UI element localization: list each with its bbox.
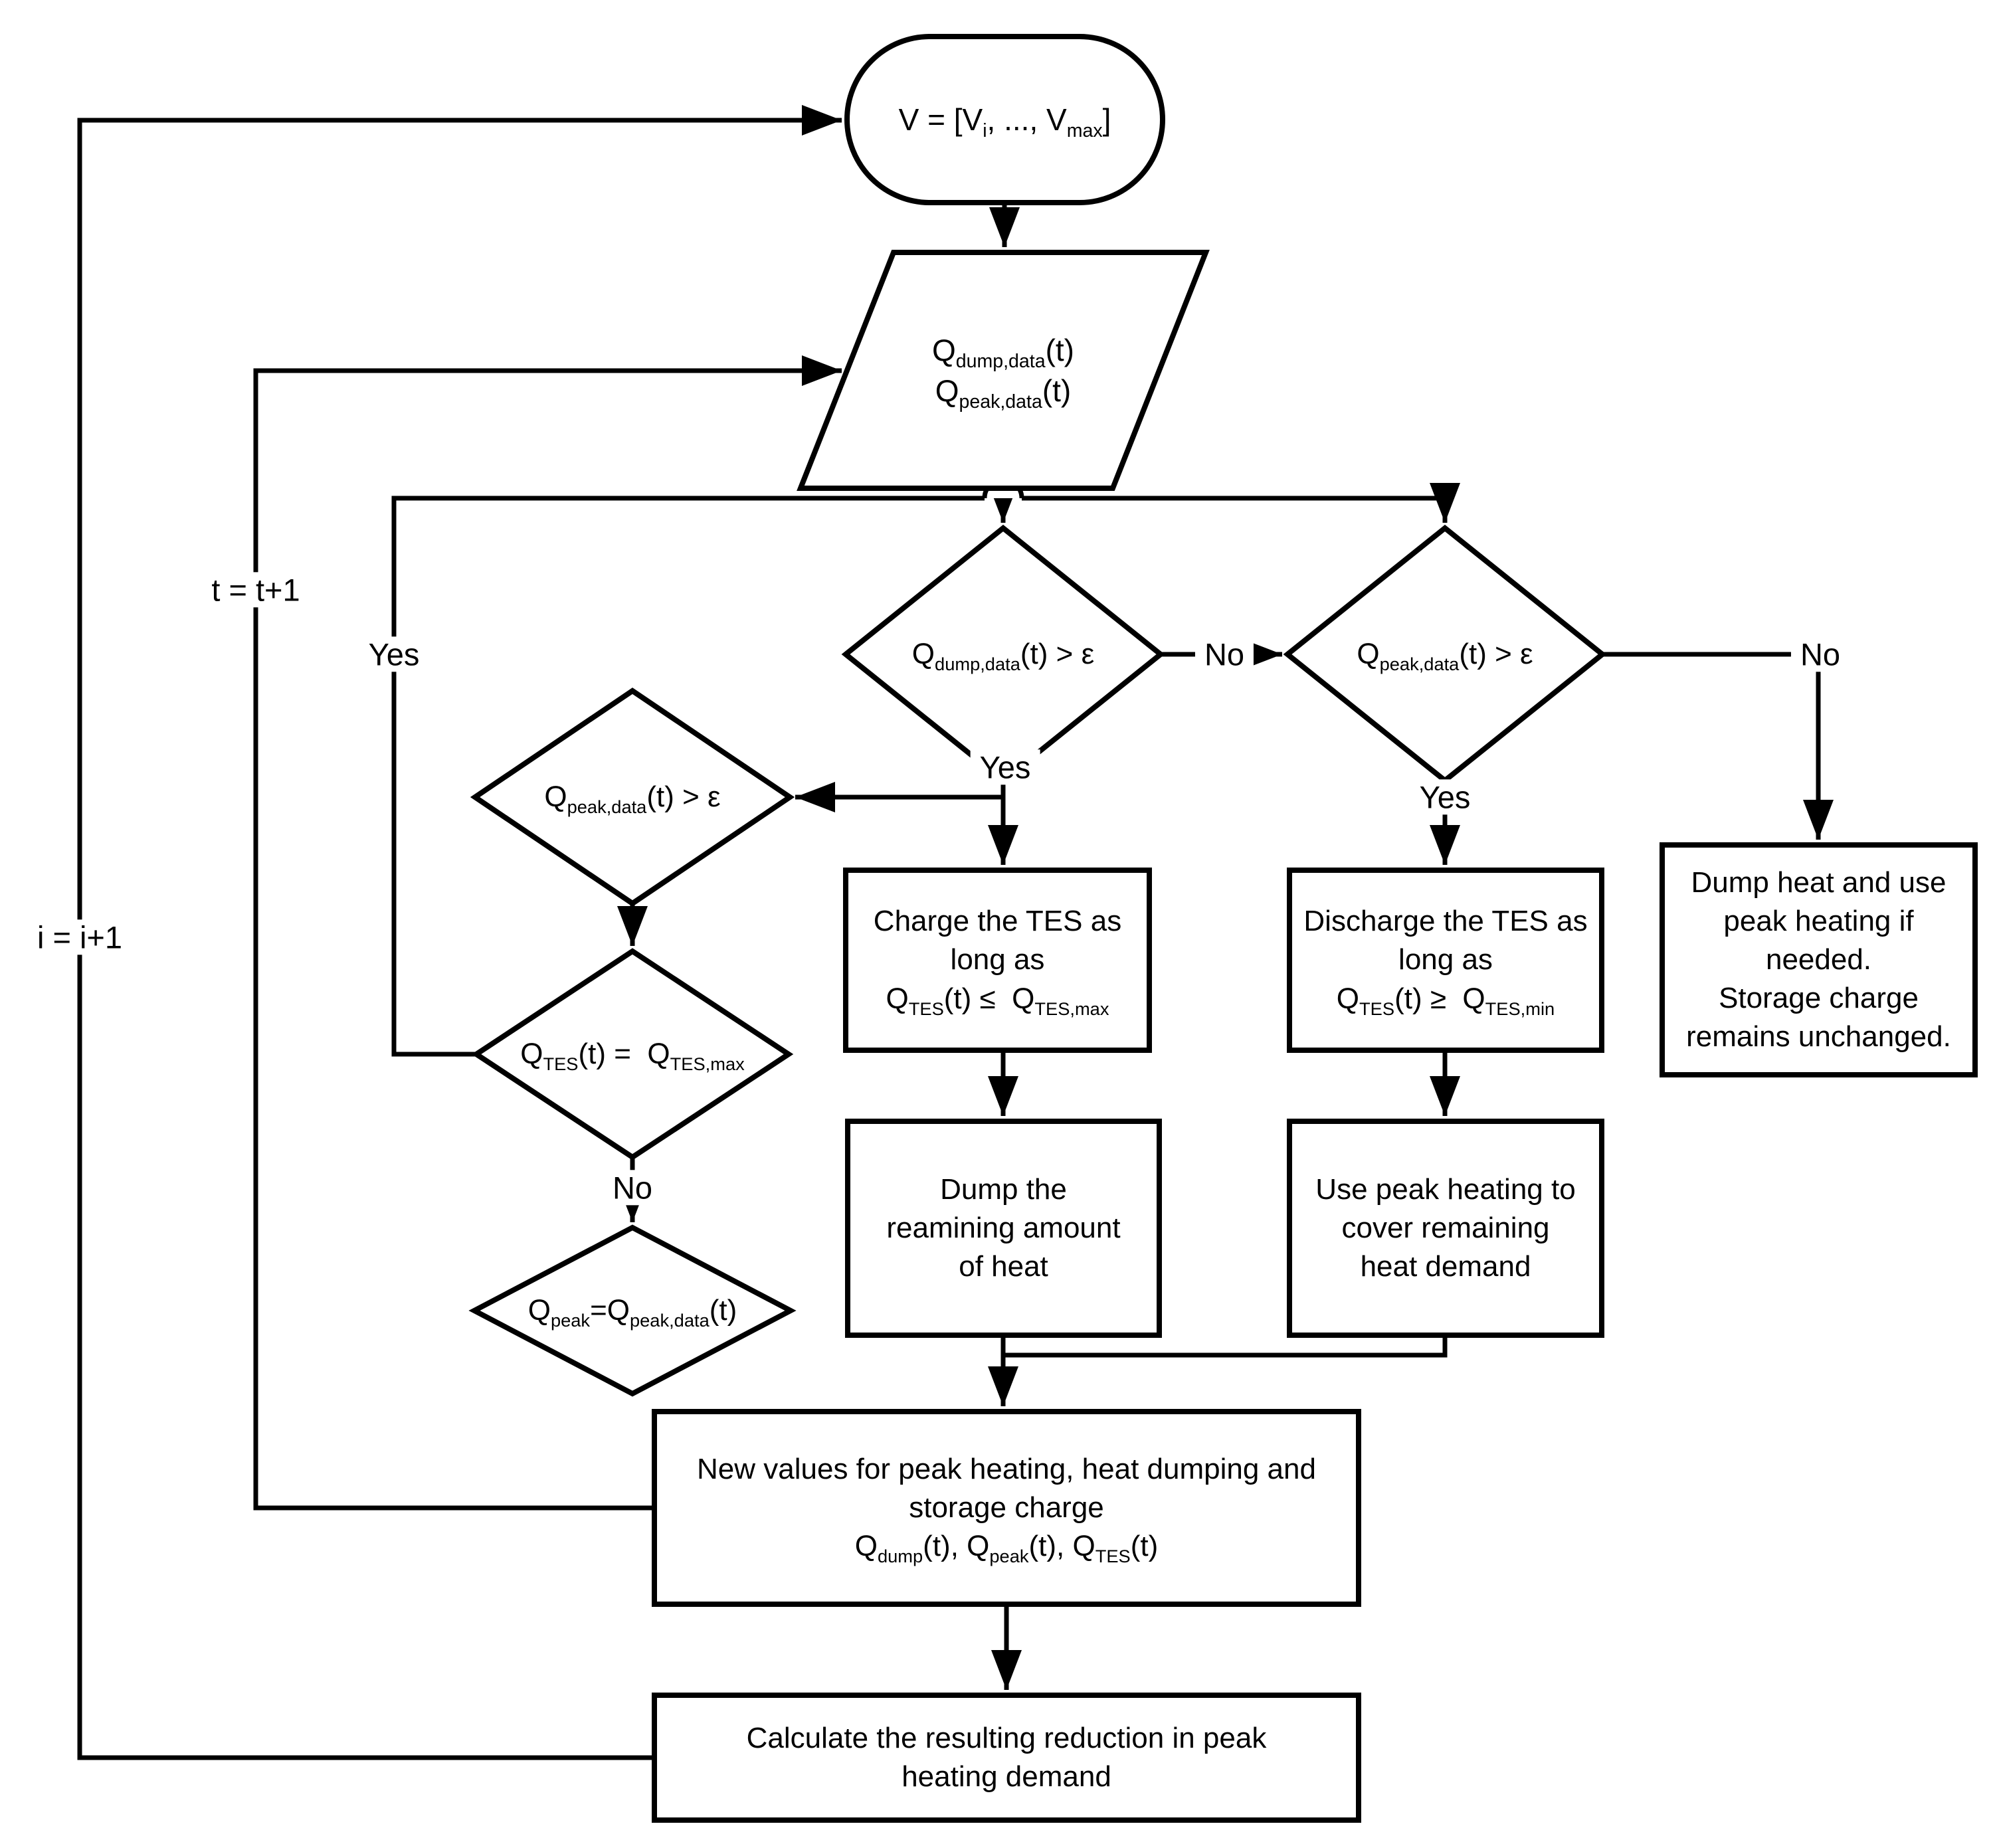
node-process-dump-remaining	[845, 1119, 1162, 1338]
node-input-parallelogram	[797, 250, 1210, 491]
connector-merge	[1003, 1335, 1448, 1358]
node-process-dump-use-peak	[1660, 842, 1978, 1077]
node-process-use-peak-heating	[1287, 1119, 1604, 1338]
node-start-terminal	[844, 34, 1165, 205]
connector-yes-loop-2	[1022, 482, 1461, 523]
node-process-calc-reduction	[652, 1693, 1361, 1823]
label-yes-loop: Yes	[359, 636, 429, 672]
label-no-dump: No	[1194, 636, 1254, 672]
connector-no-peak	[1602, 652, 1834, 840]
node-process-new-values	[652, 1409, 1361, 1607]
node-process-discharge-tes	[1287, 868, 1604, 1053]
connector-t-loop	[253, 355, 842, 1511]
node-decision-peak-data-left	[470, 688, 795, 907]
node-decision-peak-data-right	[1283, 524, 1607, 785]
node-decision-tes-full	[471, 948, 794, 1160]
label-t-increment: t = t+1	[202, 572, 310, 608]
label-yes-discharge: Yes	[1410, 779, 1480, 815]
label-yes-charge: Yes	[970, 749, 1040, 785]
connector-yes-loop-1	[391, 496, 985, 1057]
node-decision-dump-data	[841, 524, 1165, 785]
label-no-peak: No	[1790, 636, 1850, 672]
label-no-tes: No	[603, 1170, 662, 1206]
label-i-increment: i = i+1	[27, 919, 132, 955]
node-process-charge-tes	[843, 868, 1152, 1053]
node-decision-peak-assign	[468, 1224, 797, 1397]
